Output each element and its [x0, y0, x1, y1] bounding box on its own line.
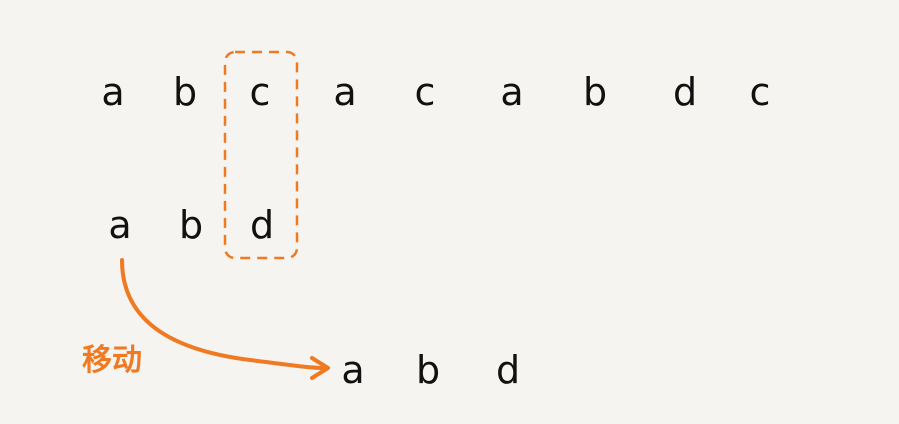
moved-pattern-char-1: b	[416, 348, 440, 392]
moved-pattern-char-0: a	[341, 348, 364, 392]
main-string-char-7: d	[673, 70, 697, 114]
main-string-char-2: c	[250, 70, 271, 114]
main-string-char-1: b	[173, 70, 197, 114]
pattern-string-char-1: b	[179, 203, 203, 247]
pattern-string-char-0: a	[108, 203, 131, 247]
main-string-char-8: c	[750, 70, 771, 114]
move-arrow-head	[310, 356, 330, 380]
main-string-char-5: a	[500, 70, 523, 114]
main-string-char-0: a	[101, 70, 124, 114]
moved-pattern-char-2: d	[496, 348, 520, 392]
pattern-string-char-2: d	[250, 203, 274, 247]
main-string-char-6: b	[583, 70, 607, 114]
move-arrow-curve	[120, 258, 327, 370]
main-string-char-4: c	[415, 70, 436, 114]
mismatch-highlight-box	[223, 50, 299, 260]
move-label: 移动	[82, 343, 142, 378]
main-string-char-3: a	[333, 70, 356, 114]
